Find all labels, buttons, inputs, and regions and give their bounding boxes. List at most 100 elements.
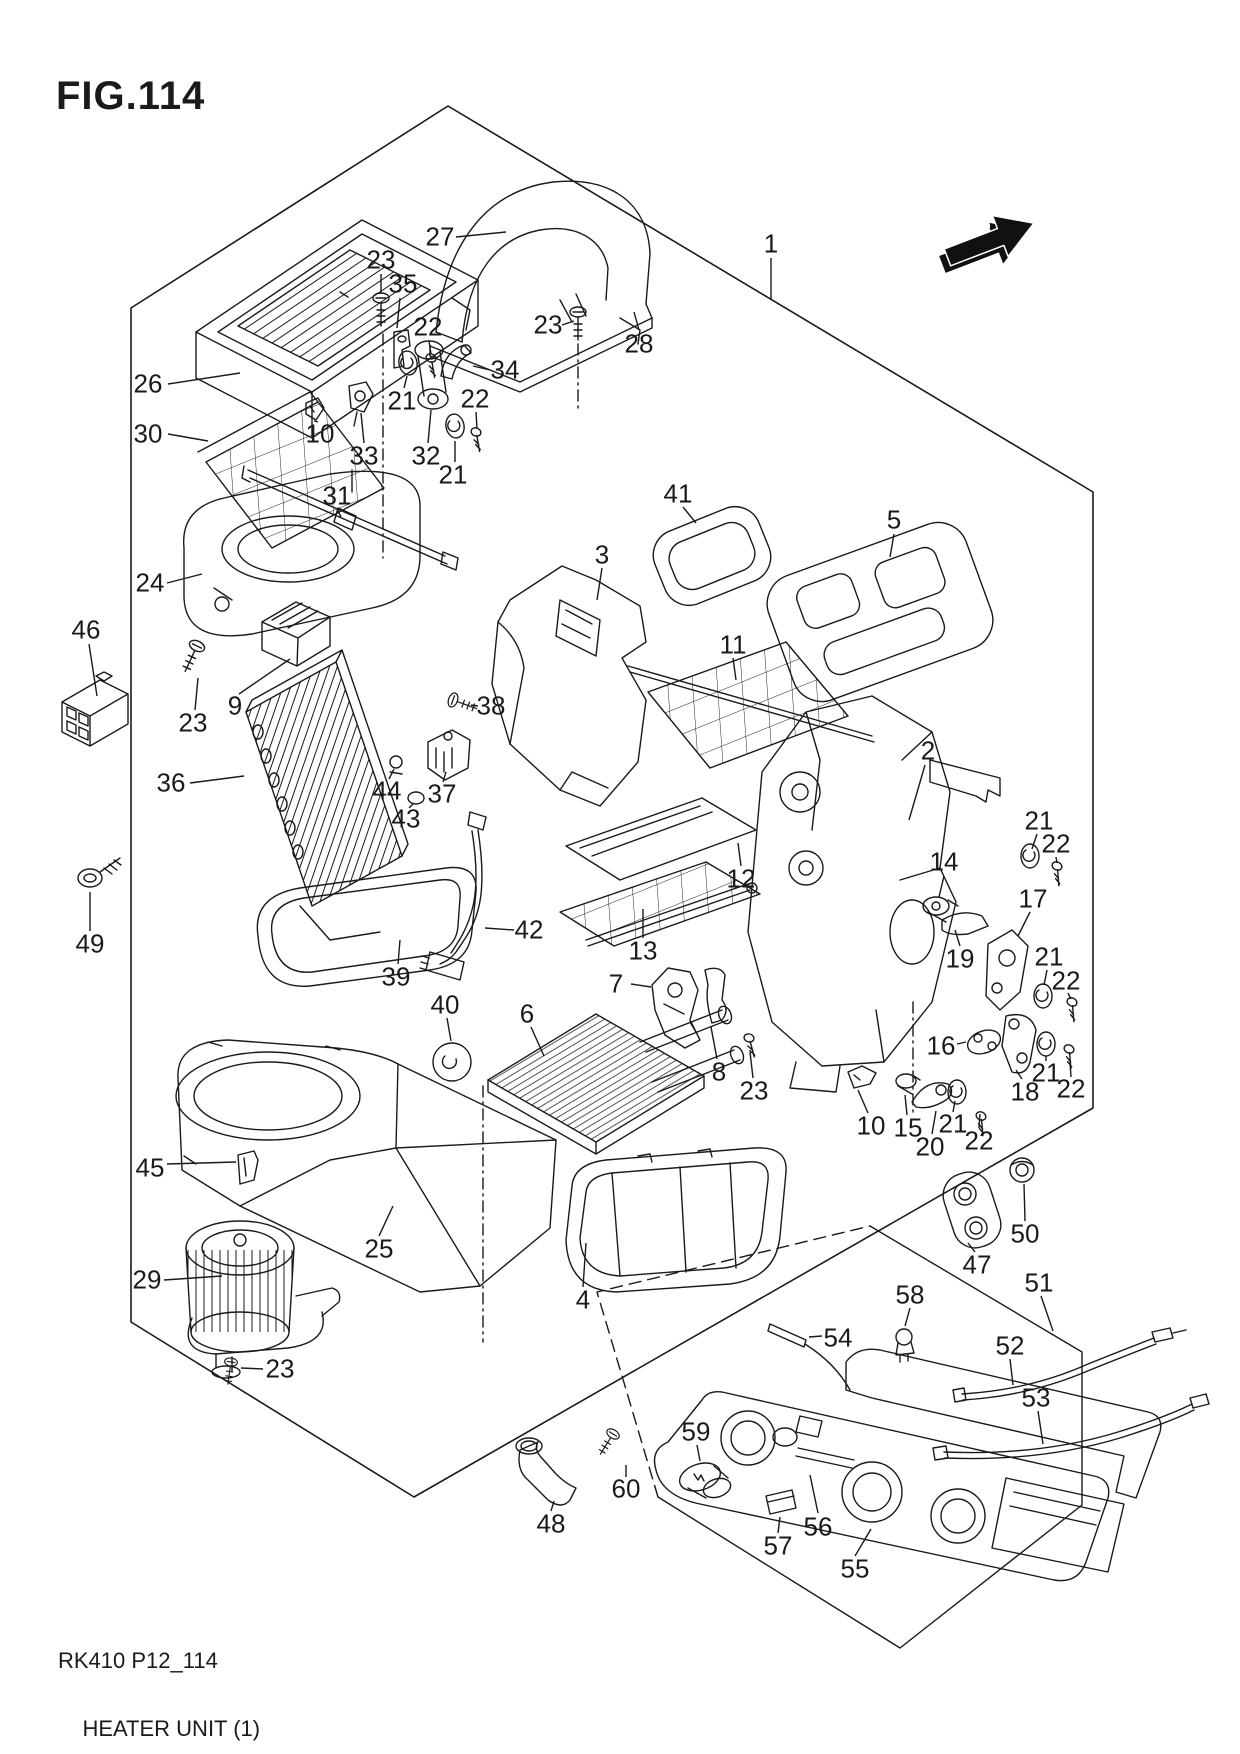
leader-32 — [427, 409, 432, 444]
axis-centerlines — [382, 333, 914, 1343]
leader-26 — [167, 372, 241, 385]
callout-59: 59 — [681, 1416, 711, 1447]
part-8-lever — [704, 967, 727, 1024]
part-48-elbow-hose — [515, 1437, 577, 1506]
callout-23: 23 — [739, 1075, 769, 1106]
callout-51: 51 — [1024, 1267, 1054, 1298]
part-12-tray — [565, 797, 757, 881]
leader-15 — [904, 1094, 908, 1116]
leader-17 — [1017, 911, 1031, 937]
callout-57: 57 — [763, 1530, 793, 1561]
leader-25 — [378, 1205, 394, 1237]
main-boundary-outline — [130, 105, 1094, 1498]
part-17-bracket — [985, 929, 1029, 1011]
callout-5: 5 — [886, 504, 902, 535]
leader-51 — [1040, 1295, 1054, 1332]
callout-9: 9 — [227, 690, 243, 721]
leader-52 — [1009, 1358, 1014, 1386]
callout-6: 6 — [519, 998, 535, 1029]
part-20-lever — [911, 1082, 953, 1109]
callout-21: 21 — [438, 459, 468, 490]
part-59-knob — [678, 1462, 732, 1499]
part-16-link — [966, 1029, 1002, 1055]
leader-23 — [749, 1051, 754, 1079]
leader-3 — [596, 567, 603, 601]
callout-45: 45 — [135, 1152, 165, 1183]
leader-54 — [808, 1335, 823, 1338]
callout-21: 21 — [1024, 805, 1054, 836]
leader-41 — [682, 506, 697, 524]
part-4-tray — [565, 1147, 787, 1293]
callout-21: 21 — [938, 1108, 968, 1139]
callout-28: 28 — [624, 328, 654, 359]
leader-53 — [1037, 1410, 1044, 1445]
figure-title: FIG.114 — [56, 74, 206, 118]
leader-47 — [967, 1242, 976, 1253]
callout-41: 41 — [663, 478, 693, 509]
callout-55: 55 — [840, 1553, 870, 1584]
callout-49: 49 — [75, 928, 105, 959]
leader-50 — [1023, 1183, 1026, 1222]
callout-22: 22 — [413, 311, 443, 342]
leader-45 — [166, 1161, 237, 1165]
leader-23 — [240, 1367, 264, 1370]
leader-22 — [1069, 1061, 1072, 1078]
callout-7: 7 — [608, 968, 624, 999]
callout-3: 3 — [594, 539, 610, 570]
leader-12 — [737, 842, 742, 867]
part-54-tube — [767, 1323, 851, 1391]
part-55-control-panel — [653, 1348, 1162, 1582]
part-13-tray — [559, 861, 761, 947]
callout-43: 43 — [391, 803, 421, 834]
leader-18 — [1015, 1069, 1023, 1080]
part-30-filter — [197, 391, 385, 549]
part-2-heater-case — [747, 695, 1001, 1093]
part-46-connector — [61, 671, 129, 747]
part-37-valve — [427, 729, 471, 781]
leader-5 — [889, 533, 895, 558]
part-25-blower-lower-case — [175, 1039, 557, 1293]
callout-17: 17 — [1018, 883, 1048, 914]
callout-23: 23 — [366, 244, 396, 275]
leader-14 — [938, 875, 945, 898]
part-24-case — [183, 469, 421, 637]
callout-42: 42 — [514, 914, 544, 945]
callout-18: 18 — [1010, 1076, 1040, 1107]
callout-24: 24 — [135, 567, 165, 598]
leader-8 — [710, 1026, 718, 1060]
callout-44: 44 — [372, 775, 402, 806]
leader-30 — [167, 433, 209, 442]
part-29-blower-motor — [185, 1220, 341, 1379]
leader-23 — [194, 677, 199, 711]
leader-2 — [908, 764, 926, 821]
leader-24 — [166, 573, 203, 584]
part-33-lever — [348, 381, 374, 427]
leader-7 — [630, 983, 652, 988]
callout-10: 10 — [305, 418, 335, 449]
leader-21 — [403, 375, 408, 389]
callout-22: 22 — [1051, 965, 1081, 996]
callout-37: 37 — [427, 778, 457, 809]
part-40-grommet — [432, 1042, 472, 1082]
leader-22 — [1055, 856, 1058, 864]
part-57-button — [765, 1489, 797, 1515]
figure-name: HEATER UNIT (1) — [82, 1716, 261, 1741]
callout-4: 4 — [575, 1284, 591, 1315]
part-7-bracket — [651, 967, 701, 1049]
callout-54: 54 — [823, 1322, 853, 1353]
part-53-cable — [932, 1393, 1210, 1461]
part-26-blower-upper-case — [195, 219, 479, 439]
leader-29 — [163, 1275, 223, 1281]
part-18-arm — [1001, 1013, 1037, 1074]
part-19-lever — [941, 912, 989, 936]
leader-59 — [696, 1444, 701, 1462]
callout-31: 31 — [322, 480, 352, 511]
leader-56 — [809, 1474, 819, 1514]
part-6-heater-core — [487, 1005, 745, 1155]
part-34-arm — [440, 344, 472, 380]
callout-19: 19 — [945, 943, 975, 974]
part-14-cylinder — [922, 896, 959, 923]
leader-38 — [470, 704, 479, 707]
leader-6 — [530, 1026, 545, 1057]
leader-39 — [397, 939, 401, 965]
